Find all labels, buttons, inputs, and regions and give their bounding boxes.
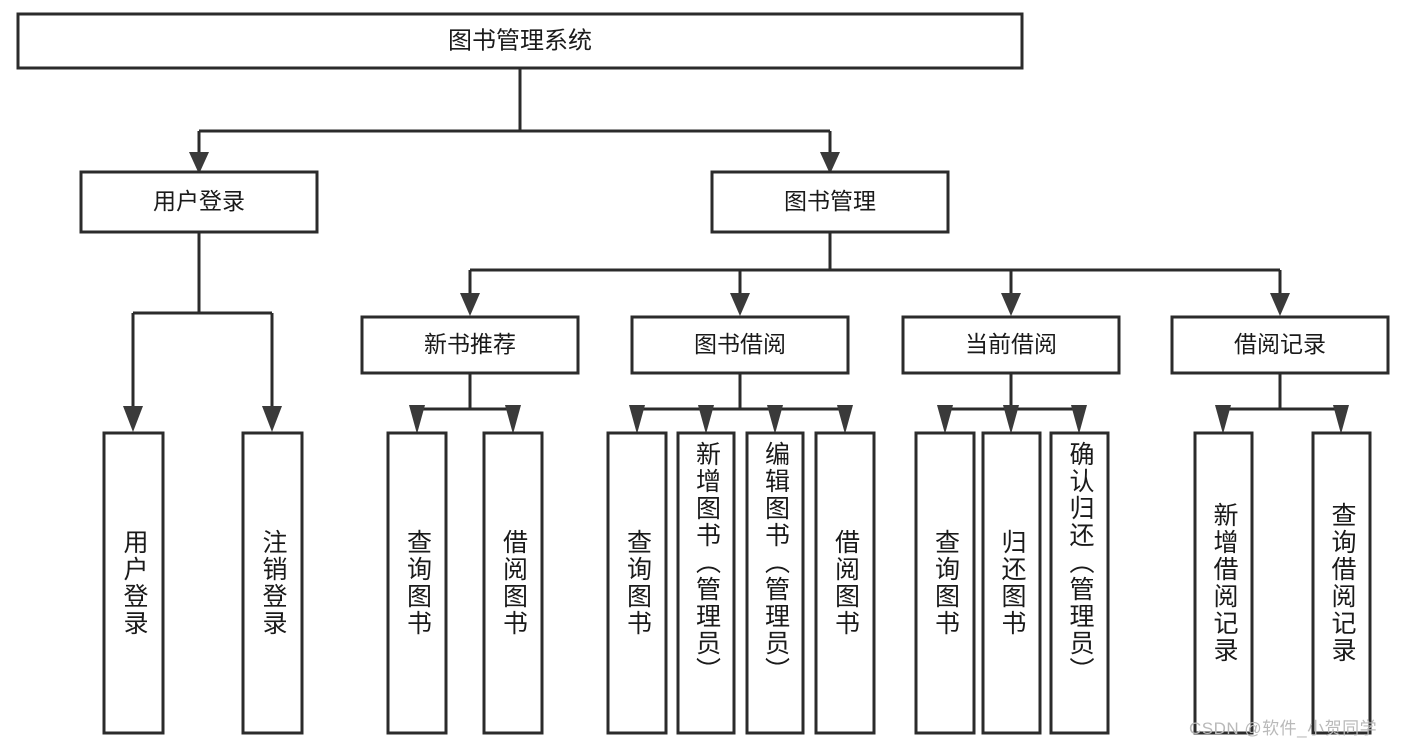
node-current-borrow-box[interactable]: [901, 315, 1121, 375]
arrowhead-to-leaf-logout: [262, 406, 282, 432]
node-user-login[interactable]: 用户登录: [79, 170, 319, 234]
arrowhead-to-leaf-user-login: [123, 406, 143, 432]
arrowhead-borrow-leaf-3: [767, 405, 783, 434]
leaf-boxes-group: [102, 431, 1372, 735]
leaf-box-newbook-borrow[interactable]: [482, 431, 544, 735]
leaf-box-borrow-edit[interactable]: [745, 431, 805, 735]
node-book-borrow-box[interactable]: [630, 315, 850, 375]
arrowhead-current-leaf-1: [937, 405, 953, 434]
node-book-management-box[interactable]: [710, 170, 950, 234]
node-root-label: 图书管理系统: [448, 27, 592, 54]
arrowhead-to-borrowrecord: [1270, 293, 1290, 316]
node-book-management-label: 图书管理: [784, 188, 876, 214]
arrowhead-to-currentborrow: [1001, 293, 1021, 316]
arrowhead-to-newbook: [460, 293, 480, 316]
arrowhead-current-leaf-2: [1003, 405, 1019, 434]
leaf-box-record-add[interactable]: [1193, 431, 1254, 735]
node-root[interactable]: 图书管理系统: [16, 12, 1024, 70]
node-borrow-record-box[interactable]: [1170, 315, 1390, 375]
arrowhead-borrow-leaf-4: [837, 405, 853, 434]
leaf-box-current-confirm[interactable]: [1049, 431, 1110, 735]
arrowhead-newbook-leaf-1: [409, 405, 425, 434]
arrowhead-record-leaf-2: [1333, 405, 1349, 434]
leaf-box-logout[interactable]: [241, 431, 304, 735]
node-new-book-recommend-label: 新书推荐: [424, 331, 516, 357]
node-book-borrow-label: 图书借阅: [694, 331, 786, 357]
leaf-box-current-return[interactable]: [981, 431, 1042, 735]
node-user-login-box[interactable]: [79, 170, 319, 234]
arrowhead-newbook-leaf-2: [505, 405, 521, 434]
arrowhead-borrow-leaf-2: [698, 405, 714, 434]
arrowhead-to-book-mgmt: [820, 152, 840, 174]
leaf-box-current-query[interactable]: [914, 431, 976, 735]
node-current-borrow-label: 当前借阅: [965, 331, 1057, 357]
node-borrow-record-label: 借阅记录: [1234, 331, 1326, 357]
arrowhead-to-bookborrow: [730, 293, 750, 316]
leaf-box-borrow-query[interactable]: [606, 431, 668, 735]
leaf-box-user-login[interactable]: [102, 431, 165, 735]
arrowhead-current-leaf-3: [1071, 405, 1087, 434]
node-book-borrow[interactable]: 图书借阅: [630, 315, 850, 375]
node-borrow-record[interactable]: 借阅记录: [1170, 315, 1390, 375]
leaf-box-newbook-query[interactable]: [386, 431, 448, 735]
watermark-text: CSDN @软件_小贺同学: [1189, 719, 1378, 738]
leaf-box-borrow-add[interactable]: [676, 431, 736, 735]
node-root-box[interactable]: [16, 12, 1024, 70]
arrowhead-to-user-login: [189, 152, 209, 174]
leaf-box-record-query[interactable]: [1311, 431, 1372, 735]
node-user-login-label: 用户登录: [153, 188, 245, 214]
node-book-management[interactable]: 图书管理: [710, 170, 950, 234]
arrowhead-record-leaf-1: [1215, 405, 1231, 434]
node-new-book-recommend[interactable]: 新书推荐: [360, 315, 580, 375]
leaf-box-borrow-lend[interactable]: [814, 431, 876, 735]
arrowheads-group: [123, 152, 1349, 434]
node-new-book-recommend-box[interactable]: [360, 315, 580, 375]
arrowhead-borrow-leaf-1: [629, 405, 645, 434]
node-current-borrow[interactable]: 当前借阅: [901, 315, 1121, 375]
